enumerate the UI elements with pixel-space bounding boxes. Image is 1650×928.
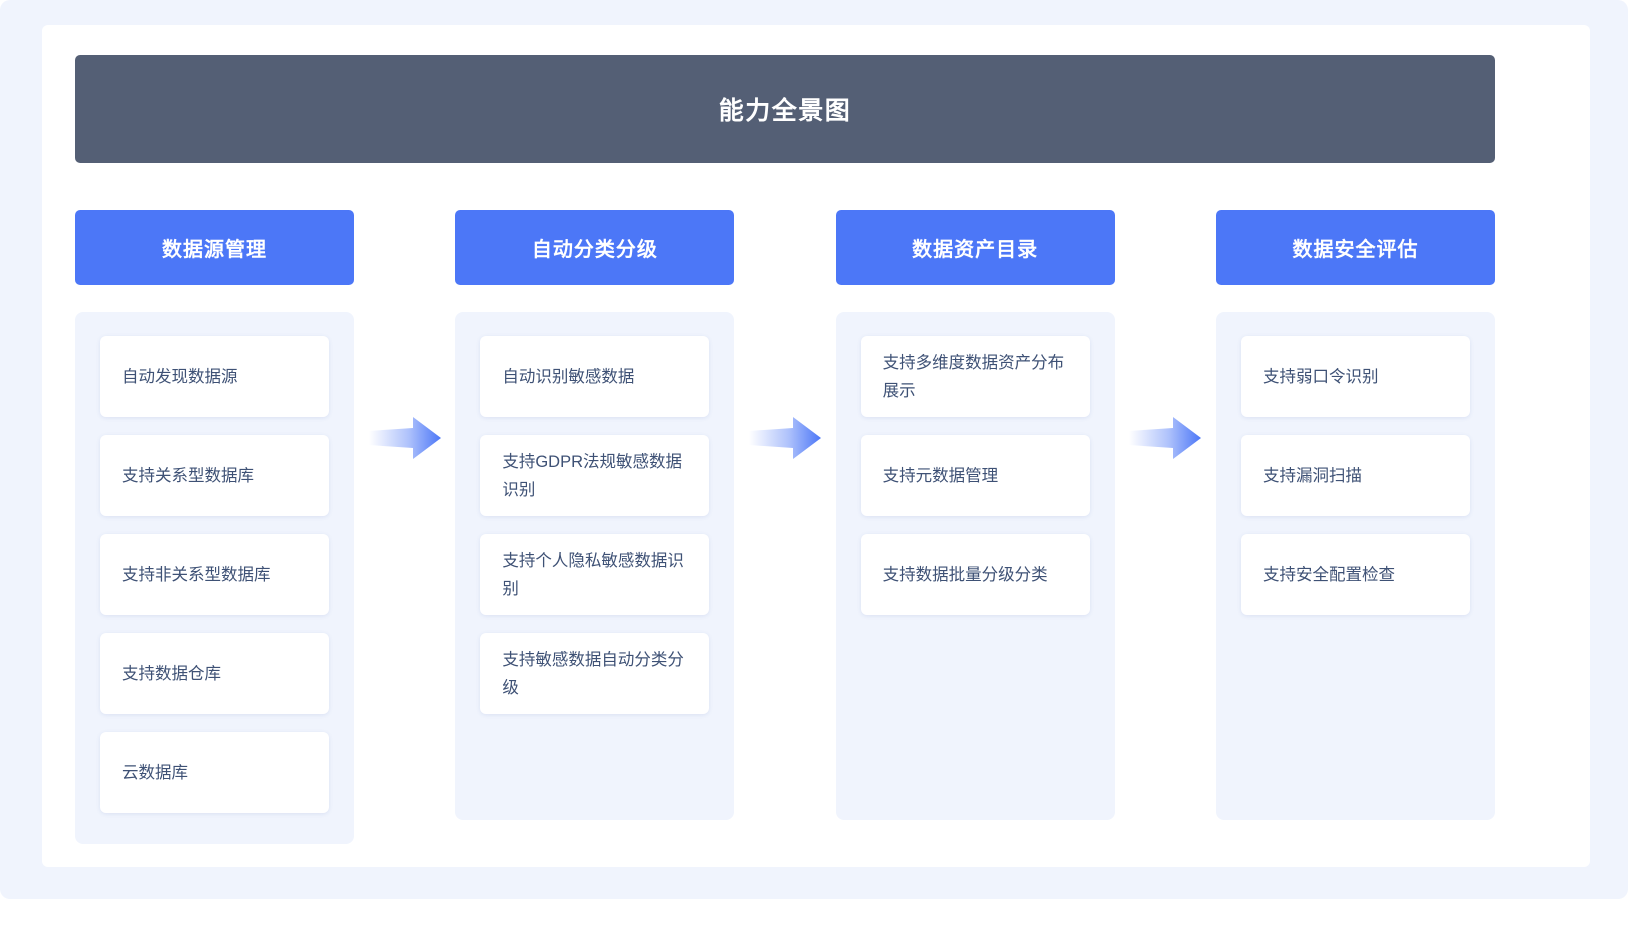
capability-item-card[interactable]: 云数据库 (100, 732, 329, 813)
capability-item-label: 支持关系型数据库 (122, 466, 254, 485)
capability-item-label: 自动识别敏感数据 (502, 367, 635, 386)
arrow-right-icon (748, 415, 821, 461)
capability-column: 自动分类分级自动识别敏感数据支持GDPR法规敏感数据识别支持个人隐私敏感数据识别… (455, 210, 735, 820)
capability-item-card[interactable]: 支持多维度数据资产分布展示 (860, 336, 1090, 417)
diagram-title-bar: 能力全景图 (75, 55, 1495, 163)
arrow-connector-2 (734, 210, 835, 845)
capability-item-label: 支持个人隐私敏感数据识别 (502, 551, 684, 598)
capability-item-card[interactable]: 支持数据批量分级分类 (860, 534, 1090, 615)
capability-column: 数据源管理自动发现数据源支持关系型数据库支持非关系型数据库支持数据仓库云数据库 (75, 210, 354, 844)
arrow-connector-3 (1115, 210, 1216, 845)
arrow-right-icon (1129, 415, 1202, 461)
capability-item-card[interactable]: 支持安全配置检查 (1240, 534, 1470, 615)
capability-column: 数据资产目录支持多维度数据资产分布展示支持元数据管理支持数据批量分级分类 (835, 210, 1115, 820)
capability-item-label: 支持元数据管理 (882, 466, 999, 485)
capability-item-label: 自动发现数据源 (122, 367, 238, 386)
arrow-right-icon (368, 415, 441, 461)
capability-item-card[interactable]: 支持关系型数据库 (100, 435, 329, 516)
arrow-connector-1 (354, 210, 455, 845)
capability-item-label: 云数据库 (122, 763, 188, 782)
column-body: 支持多维度数据资产分布展示支持元数据管理支持数据批量分级分类 (835, 312, 1115, 820)
capability-item-card[interactable]: 支持个人隐私敏感数据识别 (480, 534, 710, 615)
column-body: 自动发现数据源支持关系型数据库支持非关系型数据库支持数据仓库云数据库 (75, 312, 354, 844)
capability-column: 数据安全评估支持弱口令识别支持漏洞扫描支持安全配置检查 (1215, 210, 1495, 820)
capability-item-label: 支持敏感数据自动分类分级 (502, 650, 684, 697)
capability-item-label: 支持GDPR法规敏感数据识别 (502, 452, 682, 499)
page-title: 能力全景图 (718, 97, 852, 125)
capability-item-card[interactable]: 支持非关系型数据库 (100, 534, 329, 615)
capability-item-label: 支持弱口令识别 (1262, 367, 1379, 386)
capability-item-card[interactable]: 支持漏洞扫描 (1240, 435, 1470, 516)
capability-item-label: 支持数据批量分级分类 (882, 565, 1048, 584)
capability-item-card[interactable]: 支持元数据管理 (860, 435, 1090, 516)
column-body: 支持弱口令识别支持漏洞扫描支持安全配置检查 (1215, 312, 1495, 820)
capability-item-label: 支持安全配置检查 (1262, 565, 1395, 584)
capability-item-card[interactable]: 支持敏感数据自动分类分级 (480, 633, 710, 714)
capability-columns: 数据源管理自动发现数据源支持关系型数据库支持非关系型数据库支持数据仓库云数据库自… (75, 210, 1495, 845)
capability-item-card[interactable]: 支持GDPR法规敏感数据识别 (480, 435, 710, 516)
column-header[interactable]: 自动分类分级 (455, 210, 735, 285)
capability-item-card[interactable]: 支持数据仓库 (100, 633, 329, 714)
page-background: 能力全景图 数据源管理自动发现数据源支持关系型数据库支持非关系型数据库支持数据仓… (0, 0, 1628, 899)
column-header[interactable]: 数据资产目录 (835, 210, 1115, 285)
column-header[interactable]: 数据源管理 (75, 210, 354, 285)
capability-item-label: 支持多维度数据资产分布展示 (882, 353, 1065, 400)
capability-item-label: 支持漏洞扫描 (1262, 466, 1362, 485)
capability-item-card[interactable]: 自动发现数据源 (100, 336, 329, 417)
capability-item-label: 支持数据仓库 (122, 664, 221, 683)
capability-item-card[interactable]: 支持弱口令识别 (1240, 336, 1470, 417)
column-header[interactable]: 数据安全评估 (1215, 210, 1495, 285)
capability-item-label: 支持非关系型数据库 (122, 565, 271, 584)
capability-item-card[interactable]: 自动识别敏感数据 (480, 336, 710, 417)
diagram-panel: 能力全景图 数据源管理自动发现数据源支持关系型数据库支持非关系型数据库支持数据仓… (42, 25, 1590, 867)
column-body: 自动识别敏感数据支持GDPR法规敏感数据识别支持个人隐私敏感数据识别支持敏感数据… (455, 312, 735, 820)
